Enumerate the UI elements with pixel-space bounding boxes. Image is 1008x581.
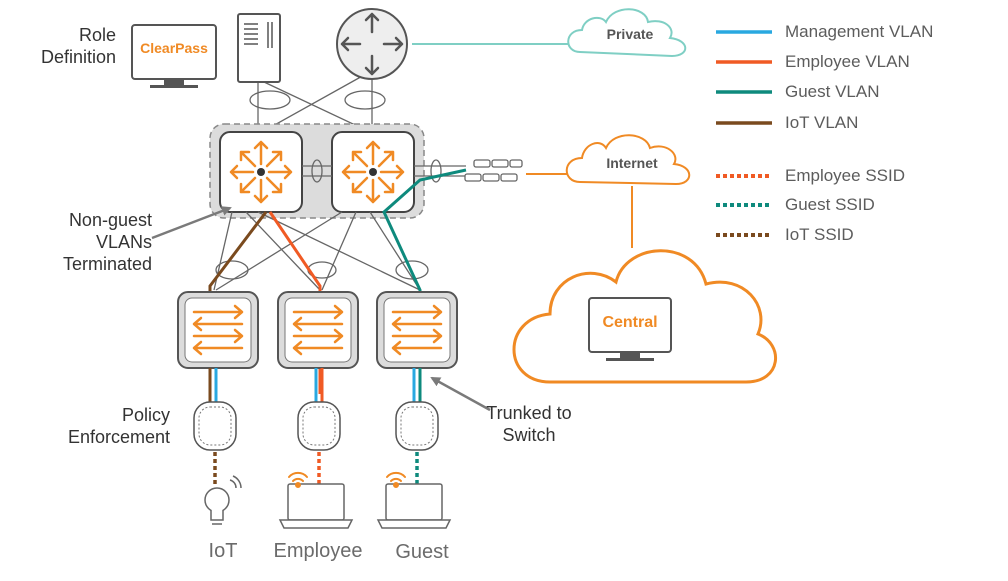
access-point-2 — [297, 401, 341, 451]
trunked-label: Trunked to Switch — [486, 403, 572, 445]
device-label-guest: Guest — [395, 541, 449, 563]
policy-enforcement-label: Policy Enforcement — [67, 405, 170, 447]
access-switch-1 — [177, 291, 259, 369]
central-monitor-icon — [588, 297, 672, 361]
legend-label-3: Guest VLAN — [785, 82, 880, 101]
internet-cloud — [565, 134, 691, 186]
core-router-right — [331, 131, 415, 213]
lower-crosslinks — [213, 211, 429, 291]
legend-label-5: Employee SSID — [785, 166, 905, 185]
employee-laptop-icon — [279, 471, 353, 529]
internet-cloud-label: Internet — [606, 155, 658, 171]
clearpass-monitor-icon — [131, 24, 217, 88]
uplinks-to-ap — [208, 368, 422, 402]
legend-label-1: Management VLAN — [785, 22, 934, 41]
central-brand: Central — [602, 314, 658, 331]
device-label-employee: Employee — [273, 540, 363, 562]
legend-label-6: Guest SSID — [785, 195, 875, 214]
gateway-router-icon — [336, 8, 408, 80]
legend-label-2: Employee VLAN — [785, 52, 910, 71]
firewall-icon — [414, 159, 523, 183]
lightbulb-icon — [204, 475, 242, 525]
non-guest-label: Non-guest VLANs Terminated — [62, 210, 152, 274]
access-switch-2 — [277, 291, 359, 369]
private-cloud-label: Private — [606, 26, 654, 42]
access-point-3 — [395, 401, 439, 451]
core-interlink — [302, 159, 332, 183]
server-icon — [237, 13, 281, 83]
role-definition-label: Role Definition — [40, 25, 116, 67]
core-router-left — [219, 131, 303, 213]
trunked-arrow — [430, 376, 491, 412]
device-label-iot: IoT — [208, 540, 238, 562]
access-switch-3 — [376, 291, 458, 369]
upper-crosslinks — [249, 73, 386, 133]
legend-label-4: IoT VLAN — [785, 113, 859, 132]
guest-laptop-icon — [377, 471, 451, 529]
legend-swatches — [716, 30, 772, 237]
legend-label-7: IoT SSID — [785, 225, 854, 244]
private-cloud — [567, 8, 687, 58]
clearpass-brand: ClearPass — [140, 40, 208, 56]
access-point-1 — [193, 401, 237, 451]
non-guest-arrow — [151, 206, 232, 240]
